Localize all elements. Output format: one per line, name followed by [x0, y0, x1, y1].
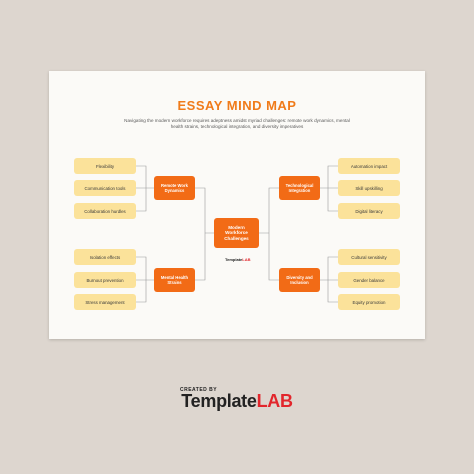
connector-br: [320, 256, 338, 303]
leaf-skill-upskilling: Skill upskilling: [338, 180, 400, 196]
leaf-stress-management: Stress management: [74, 294, 136, 310]
connector-right-spine: [259, 187, 279, 281]
node-center-topic: Modern Workforce Challenges: [214, 218, 259, 248]
leaf-cultural-sensitivity: Cultural sensitivity: [338, 249, 400, 265]
connector-tr: [320, 165, 338, 212]
created-by-label: CREATED BY: [180, 387, 218, 393]
leaf-collaboration-hurdles: Collaboration hurdles: [74, 203, 136, 219]
node-remote-work-dynamics: Remote Work Dynamics: [154, 176, 195, 200]
node-mental-health-strains: Mental Health Strains: [154, 268, 195, 292]
leaf-isolation-effects: Isolation effects: [74, 249, 136, 265]
leaf-gender-balance: Gender balance: [338, 272, 400, 288]
mini-logo-template: Template: [225, 257, 243, 262]
brand-lab: LAB: [256, 391, 293, 411]
mind-map-sheet: ESSAY MIND MAP Navigating the modern wor…: [49, 71, 425, 339]
leaf-communication-tools: Communication tools: [74, 180, 136, 196]
leaf-automation-impact: Automation impact: [338, 158, 400, 174]
node-technological-integration: Technological Integration: [279, 176, 320, 200]
connector-tl: [136, 165, 154, 212]
mini-logo-lab: LAB: [242, 257, 251, 262]
leaf-flexibility: Flexibility: [74, 158, 136, 174]
connector-left-spine: [195, 187, 214, 281]
brand-template: Template: [181, 391, 257, 411]
connector-lines: [136, 165, 338, 303]
connector-bl: [136, 256, 154, 303]
node-diversity-and-inclusion: Diversity and Inclusion: [279, 268, 320, 292]
leaf-digital-literacy: Digital literacy: [338, 203, 400, 219]
page-title: ESSAY MIND MAP: [177, 98, 297, 113]
templatelab-logo: TemplateLAB: [0, 391, 474, 412]
mini-templatelab-logo: TemplateLAB: [225, 257, 251, 262]
leaf-equity-promotion: Equity promotion: [338, 294, 400, 310]
page-subtitle: Navigating the modern workforce requires…: [124, 118, 350, 130]
leaf-burnout-prevention: Burnout prevention: [74, 272, 136, 288]
